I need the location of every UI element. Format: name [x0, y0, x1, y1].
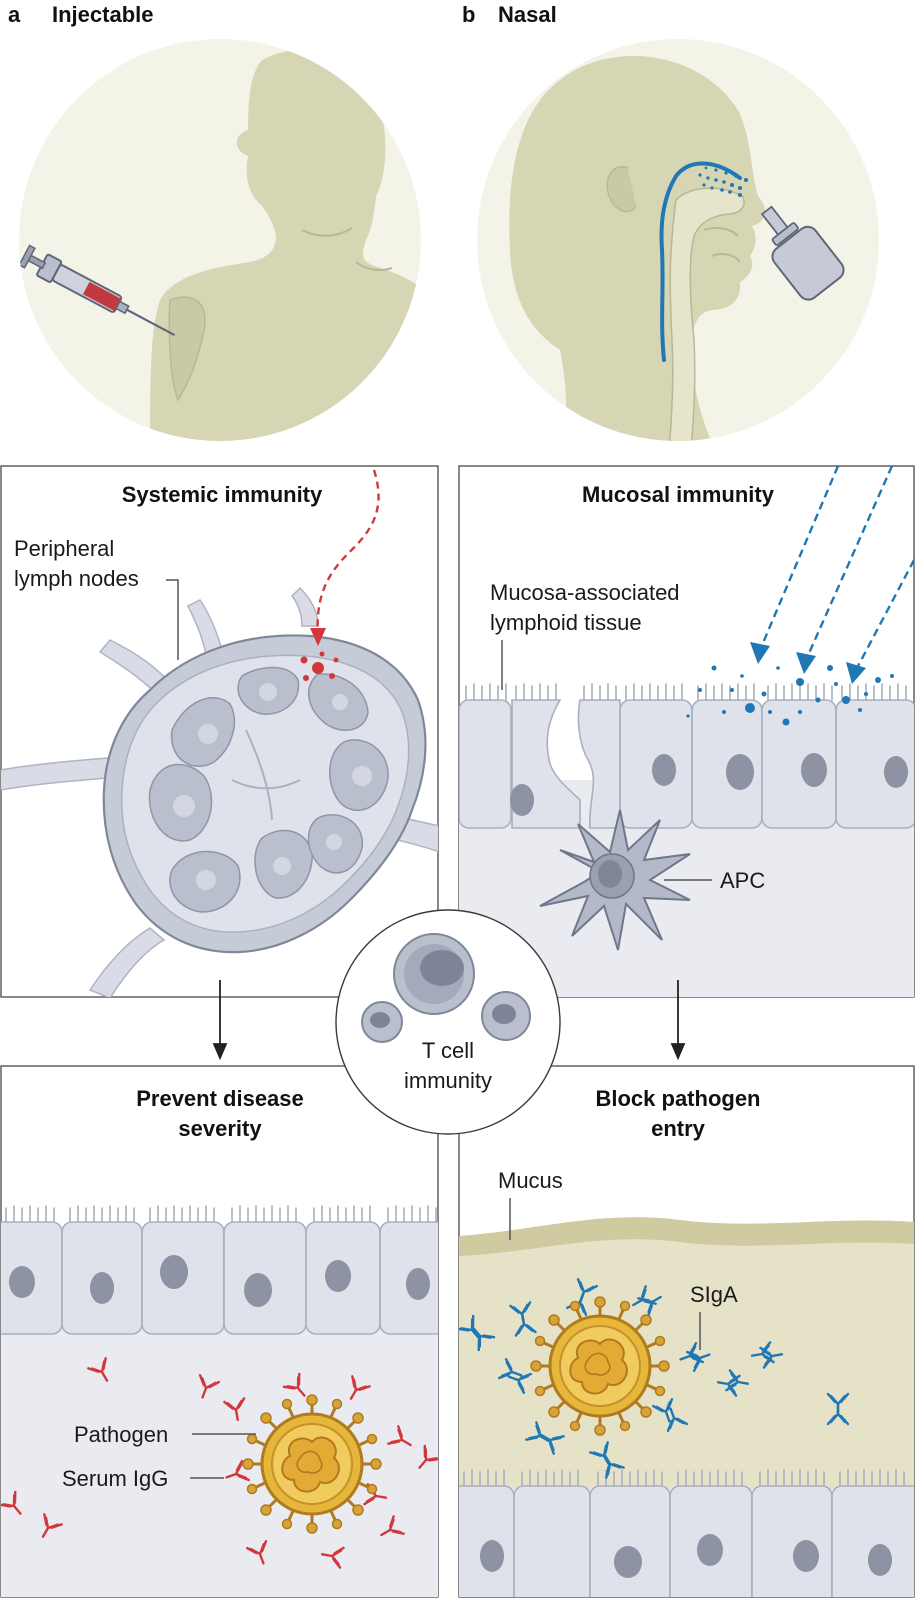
arrowhead-icon	[750, 642, 770, 664]
pathogen-icon	[529, 1295, 671, 1437]
epithelium-layer	[459, 1485, 914, 1597]
epithelium-layer	[1, 1221, 438, 1335]
block-entry-box: Block pathogen entry Mucus SIgA	[458, 1065, 915, 1598]
apc-cell	[539, 809, 691, 951]
microvilli	[5, 1205, 437, 1223]
panel-b-letter: b	[462, 2, 475, 27]
block-title-line2: entry	[651, 1116, 706, 1141]
t-cell-icon	[393, 933, 475, 1015]
mucus-label: Mucus	[498, 1168, 563, 1193]
block-title-line1: Block pathogen	[595, 1086, 760, 1111]
pathogen-icon	[241, 1393, 383, 1535]
microvilli	[463, 1469, 905, 1487]
lymph-nodes-leader	[166, 579, 179, 660]
mucosa-line	[659, 161, 742, 362]
vaccine-antigen-dots	[300, 651, 339, 681]
mucus-layer	[459, 1217, 914, 1490]
tcell-label-line1: T cell	[422, 1038, 474, 1063]
t-cell-icon	[361, 1001, 403, 1043]
nasal-spray-bottle-icon	[760, 205, 845, 301]
lymph-nodes-label-line2: lymph nodes	[14, 566, 139, 591]
syringe-icon	[19, 244, 176, 337]
malt-label-line1: Mucosa-associated	[490, 580, 680, 605]
panel-b-title: Nasal	[498, 2, 557, 27]
tcell-label-line2: immunity	[404, 1068, 492, 1093]
arrowhead-icon	[310, 628, 326, 646]
mucosal-immunity-box: Mucosal immunity Mucosa-associated lymph…	[458, 465, 915, 998]
panel-a-letter: a	[8, 2, 21, 27]
panel-a: a Injectable	[8, 2, 421, 441]
malt-label-line2: lymphoid tissue	[490, 610, 642, 635]
pathogen-label: Pathogen	[74, 1422, 168, 1447]
apc-label: APC	[720, 868, 765, 893]
nasal-antigen-arrows	[758, 466, 914, 671]
t-cell-icon	[481, 991, 531, 1041]
tcell-immunity-circle: T cell immunity	[335, 909, 561, 1135]
arrowhead-icon	[796, 652, 816, 674]
flow-arrows	[212, 980, 686, 1061]
systemic-title: Systemic immunity	[122, 482, 323, 507]
panel-a-title: Injectable	[52, 2, 153, 27]
mucosal-title: Mucosal immunity	[582, 482, 775, 507]
prevent-title-line2: severity	[178, 1116, 262, 1141]
prevent-severity-box: Prevent disease severity Pathogen Serum …	[0, 1065, 439, 1598]
arrowhead-icon	[846, 662, 866, 684]
nasal-illustration	[509, 56, 845, 441]
person-silhouette	[150, 49, 421, 441]
injectable-illustration	[19, 49, 421, 441]
serum-igg-label: Serum IgG	[62, 1466, 168, 1491]
head-profile-silhouette	[509, 56, 766, 441]
prevent-title-line1: Prevent disease	[136, 1086, 304, 1111]
deltoid-outline	[168, 296, 206, 402]
systemic-immunity-box: Systemic immunity Peripheral lymph nodes	[0, 465, 439, 998]
lymph-nodes-label-line1: Peripheral	[14, 536, 114, 561]
injection-path-arrow	[316, 469, 380, 637]
spray-droplets	[698, 166, 748, 197]
panel-b: b Nasal	[462, 2, 879, 441]
antigen-particles	[686, 665, 894, 726]
siga-label: SIgA	[690, 1282, 738, 1307]
